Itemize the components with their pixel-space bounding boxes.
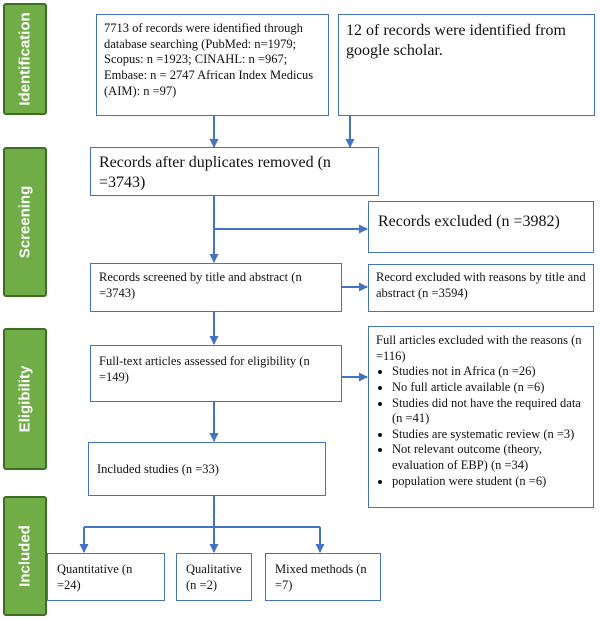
exclusion-reason: Studies not in Africa (n =26): [392, 364, 586, 380]
stage-included: Included: [3, 496, 47, 616]
full-articles-excluded-box: Full articles excluded with the reasons …: [368, 326, 594, 508]
mixed-methods-text: Mixed methods (n =7): [275, 562, 367, 592]
quantitative-box: Quantitative (n =24): [47, 553, 165, 601]
stage-eligibility: Eligibility: [3, 328, 47, 470]
stage-identification: Identification: [3, 3, 47, 115]
after-duplicates-text: Records after duplicates removed (n =374…: [99, 154, 331, 191]
database-records-text: 7713 of records were identified through …: [104, 21, 314, 98]
full-text-assessed-box: Full-text articles assessed for eligibil…: [90, 345, 342, 402]
records-excluded-box: Records excluded (n =3982): [368, 201, 594, 253]
scholar-records-box: 12 of records were identified from googl…: [338, 14, 595, 116]
mixed-methods-box: Mixed methods (n =7): [265, 553, 381, 601]
stage-included-label: Included: [16, 525, 34, 587]
full-text-assessed-text: Full-text articles assessed for eligibil…: [99, 354, 310, 384]
excluded-title-abstract-box: Record excluded with reasons by title an…: [368, 264, 594, 312]
exclusion-reason: Not relevant outcome (theory, evaluation…: [392, 442, 586, 473]
included-studies-box: Included studies (n =33): [88, 442, 326, 496]
stage-screening: Screening: [3, 147, 47, 297]
exclusion-reason: No full article available (n =6): [392, 380, 586, 396]
full-articles-excluded-heading: Full articles excluded with the reasons …: [376, 333, 582, 363]
stage-eligibility-label: Eligibility: [16, 365, 34, 433]
database-records-box: 7713 of records were identified through …: [96, 14, 329, 116]
exclusion-reasons-list: Studies not in Africa (n =26) No full ar…: [376, 364, 586, 489]
exclusion-reason: Studies are systematic review (n =3): [392, 427, 586, 443]
exclusion-reason: population were student (n =6): [392, 474, 586, 490]
records-excluded-text: Records excluded (n =3982): [378, 213, 560, 230]
after-duplicates-box: Records after duplicates removed (n =374…: [90, 147, 379, 196]
stage-identification-label: Identification: [16, 12, 34, 106]
qualitative-box: Qualitative (n =2): [176, 553, 252, 601]
stage-screening-label: Screening: [16, 185, 34, 259]
exclusion-reason: Studies did not have the required data (…: [392, 396, 586, 427]
scholar-records-text: 12 of records were identified from googl…: [346, 22, 566, 59]
qualitative-text: Qualitative (n =2): [186, 562, 242, 592]
screened-title-abstract-box: Records screened by title and abstract (…: [90, 263, 342, 312]
excluded-title-abstract-text: Record excluded with reasons by title an…: [376, 270, 586, 300]
screened-title-abstract-text: Records screened by title and abstract (…: [99, 270, 302, 300]
included-studies-text: Included studies (n =33): [97, 462, 219, 476]
quantitative-text: Quantitative (n =24): [57, 562, 133, 592]
